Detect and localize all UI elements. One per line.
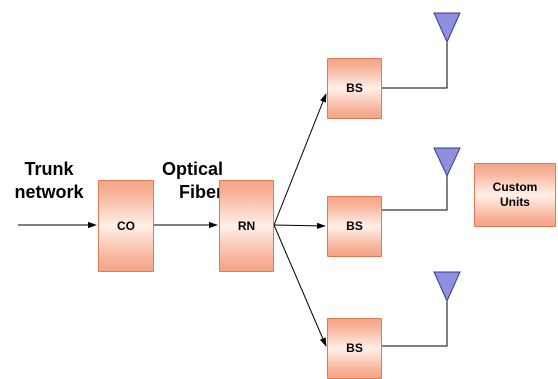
co-node-label: CO: [117, 218, 135, 233]
custom-units-node-label: Custom Units: [492, 180, 538, 209]
bs-bottom-node: BS: [327, 318, 382, 379]
rn-to-bs-top-arrow: [273, 93, 327, 226]
trunk-network-label: Trunk network: [14, 159, 84, 202]
bs-top-node-label: BS: [346, 81, 363, 95]
co-node: CO: [98, 180, 154, 272]
bs-bottom-node-label: BS: [346, 341, 363, 355]
antenna-bottom-icon: [433, 271, 461, 303]
optical-fiber-label: Optical Fiber: [161, 159, 223, 202]
bs-middle-antenna-line: [382, 174, 448, 211]
bs-top-node: BS: [327, 58, 382, 119]
rn-node-label: RN: [237, 218, 256, 233]
bs-middle-node: BS: [327, 196, 382, 257]
rn-node: RN: [219, 180, 274, 272]
custom-units-node: Custom Units: [474, 163, 556, 227]
antenna-middle-icon: [433, 147, 461, 178]
rn-to-bs-bottom-arrow: [273, 224, 327, 347]
bs-bottom-antenna-line: [382, 300, 448, 347]
bs-middle-node-label: BS: [346, 219, 363, 233]
bs-top-antenna-line: [382, 41, 448, 89]
antenna-top-icon: [433, 12, 461, 44]
rn-to-bs-middle-arrow: [273, 222, 326, 229]
